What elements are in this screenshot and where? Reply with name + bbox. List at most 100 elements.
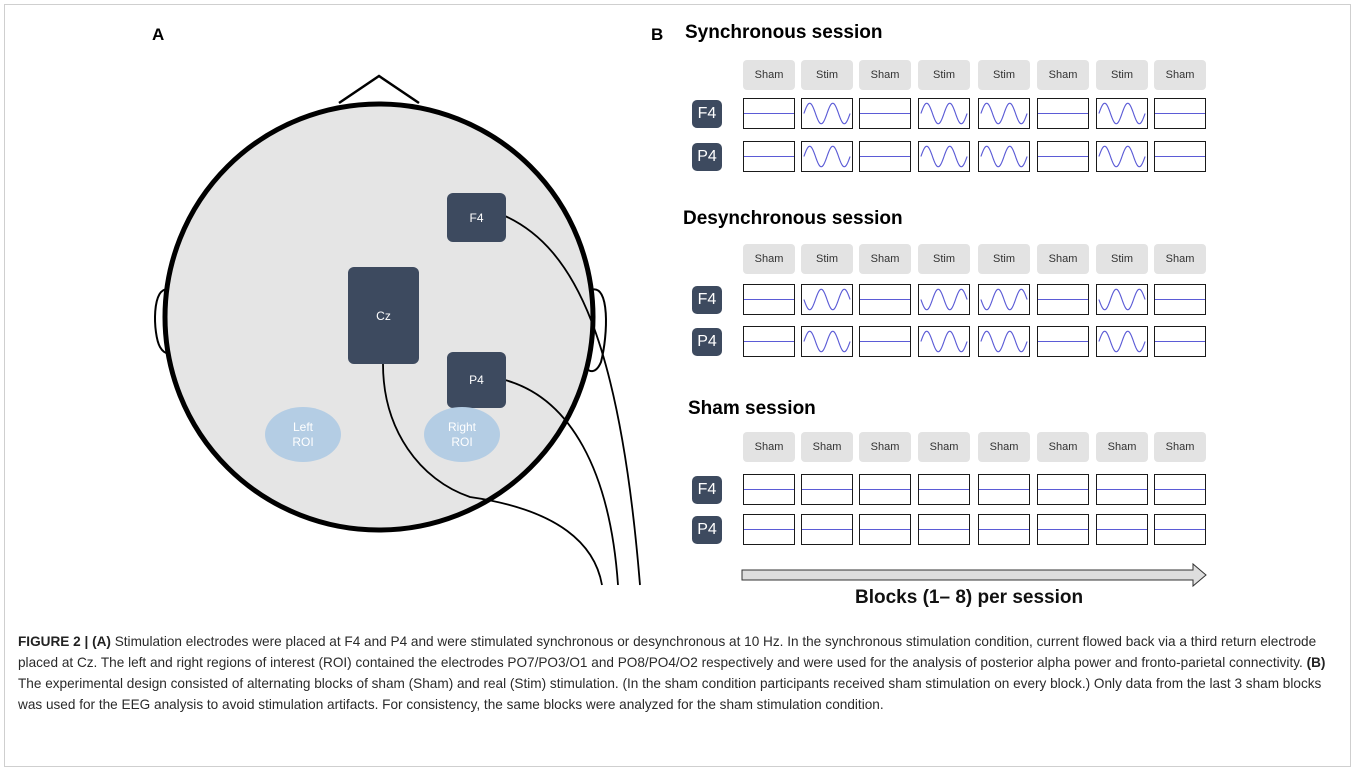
block-label: Sham (1037, 244, 1089, 274)
block-label: Stim (918, 244, 970, 274)
waveform-block (1154, 284, 1206, 315)
waveform-block (743, 326, 795, 357)
flat-line-icon (744, 155, 794, 158)
flat-line-icon (979, 528, 1029, 531)
caption-a-marker: (A) (92, 634, 111, 649)
flat-line-icon (744, 112, 794, 115)
flat-line-icon (744, 488, 794, 491)
session-title: Sham session (688, 398, 816, 419)
waveform-block (918, 141, 970, 172)
waveform-block (859, 284, 911, 315)
waveform-block (859, 98, 911, 129)
p4-electrode: P4 (447, 352, 506, 408)
channel-badge-p4: P4 (692, 143, 722, 171)
waveform-block (918, 474, 970, 505)
waveform-block (978, 141, 1030, 172)
block-label: Stim (1096, 60, 1148, 90)
flat-line-icon (860, 112, 910, 115)
f4-electrode: F4 (447, 193, 506, 242)
waveform-block (743, 474, 795, 505)
block-label: Sham (1096, 432, 1148, 462)
block-label: Sham (1037, 432, 1089, 462)
waveform-block (1037, 514, 1089, 545)
block-label: Stim (801, 60, 853, 90)
flat-line-icon (1097, 528, 1147, 531)
block-label: Stim (918, 60, 970, 90)
waveform-block (918, 284, 970, 315)
flat-line-icon (860, 528, 910, 531)
sine-wave-icon (920, 288, 968, 311)
waveform-block (859, 326, 911, 357)
flat-line-icon (1038, 298, 1088, 301)
waveform-block (1037, 284, 1089, 315)
waveform-block (801, 326, 853, 357)
waveform-block (859, 141, 911, 172)
caption-b-marker: (B) (1306, 655, 1326, 670)
flat-line-icon (1155, 298, 1205, 301)
waveform-block (859, 514, 911, 545)
sine-wave-icon (1098, 288, 1146, 311)
waveform-block (1037, 141, 1089, 172)
waveform-block (1096, 514, 1148, 545)
flat-line-icon (1038, 488, 1088, 491)
waveform-block (978, 326, 1030, 357)
channel-badge-p4: P4 (692, 516, 722, 544)
flat-line-icon (744, 298, 794, 301)
flat-line-icon (1155, 528, 1205, 531)
flat-line-icon (1038, 155, 1088, 158)
waveform-block (918, 514, 970, 545)
sine-wave-icon (1098, 145, 1146, 168)
flat-line-icon (860, 488, 910, 491)
waveform-block (743, 98, 795, 129)
waveform-block (1037, 98, 1089, 129)
waveform-block (1037, 474, 1089, 505)
sine-wave-icon (980, 145, 1028, 168)
waveform-block (1154, 474, 1206, 505)
sine-wave-icon (803, 145, 851, 168)
waveform-block (801, 98, 853, 129)
block-label: Stim (801, 244, 853, 274)
block-label: Sham (801, 432, 853, 462)
block-label: Sham (743, 432, 795, 462)
waveform-block (801, 514, 853, 545)
sine-wave-icon (803, 102, 851, 125)
waveform-block (1154, 98, 1206, 129)
waveform-block (801, 284, 853, 315)
block-label: Stim (1096, 244, 1148, 274)
left-roi-line2: ROI (292, 434, 314, 449)
waveform-block (1096, 141, 1148, 172)
flat-line-icon (802, 528, 852, 531)
sine-wave-icon (920, 145, 968, 168)
flat-line-icon (860, 340, 910, 343)
waveform-block (978, 514, 1030, 545)
flat-line-icon (1155, 112, 1205, 115)
block-label: Stim (978, 244, 1030, 274)
sine-wave-icon (980, 330, 1028, 353)
sine-wave-icon (980, 288, 1028, 311)
sine-wave-icon (1098, 330, 1146, 353)
flat-line-icon (744, 528, 794, 531)
block-label: Sham (859, 432, 911, 462)
waveform-block (1096, 326, 1148, 357)
waveform-block (1154, 141, 1206, 172)
waveform-block (978, 284, 1030, 315)
waveform-block (978, 474, 1030, 505)
channel-badge-f4: F4 (692, 100, 722, 128)
block-label: Sham (918, 432, 970, 462)
block-label: Stim (978, 60, 1030, 90)
blocks-arrow (741, 562, 1207, 588)
waveform-block (801, 141, 853, 172)
waveform-block (743, 141, 795, 172)
waveform-block (918, 98, 970, 129)
flat-line-icon (1097, 488, 1147, 491)
sine-wave-icon (920, 102, 968, 125)
waveform-block (1096, 284, 1148, 315)
waveform-block (743, 514, 795, 545)
waveform-block (1154, 326, 1206, 357)
block-label: Sham (859, 60, 911, 90)
flat-line-icon (744, 340, 794, 343)
flat-line-icon (919, 528, 969, 531)
caption-a-text: Stimulation electrodes were placed at F4… (18, 634, 1317, 670)
